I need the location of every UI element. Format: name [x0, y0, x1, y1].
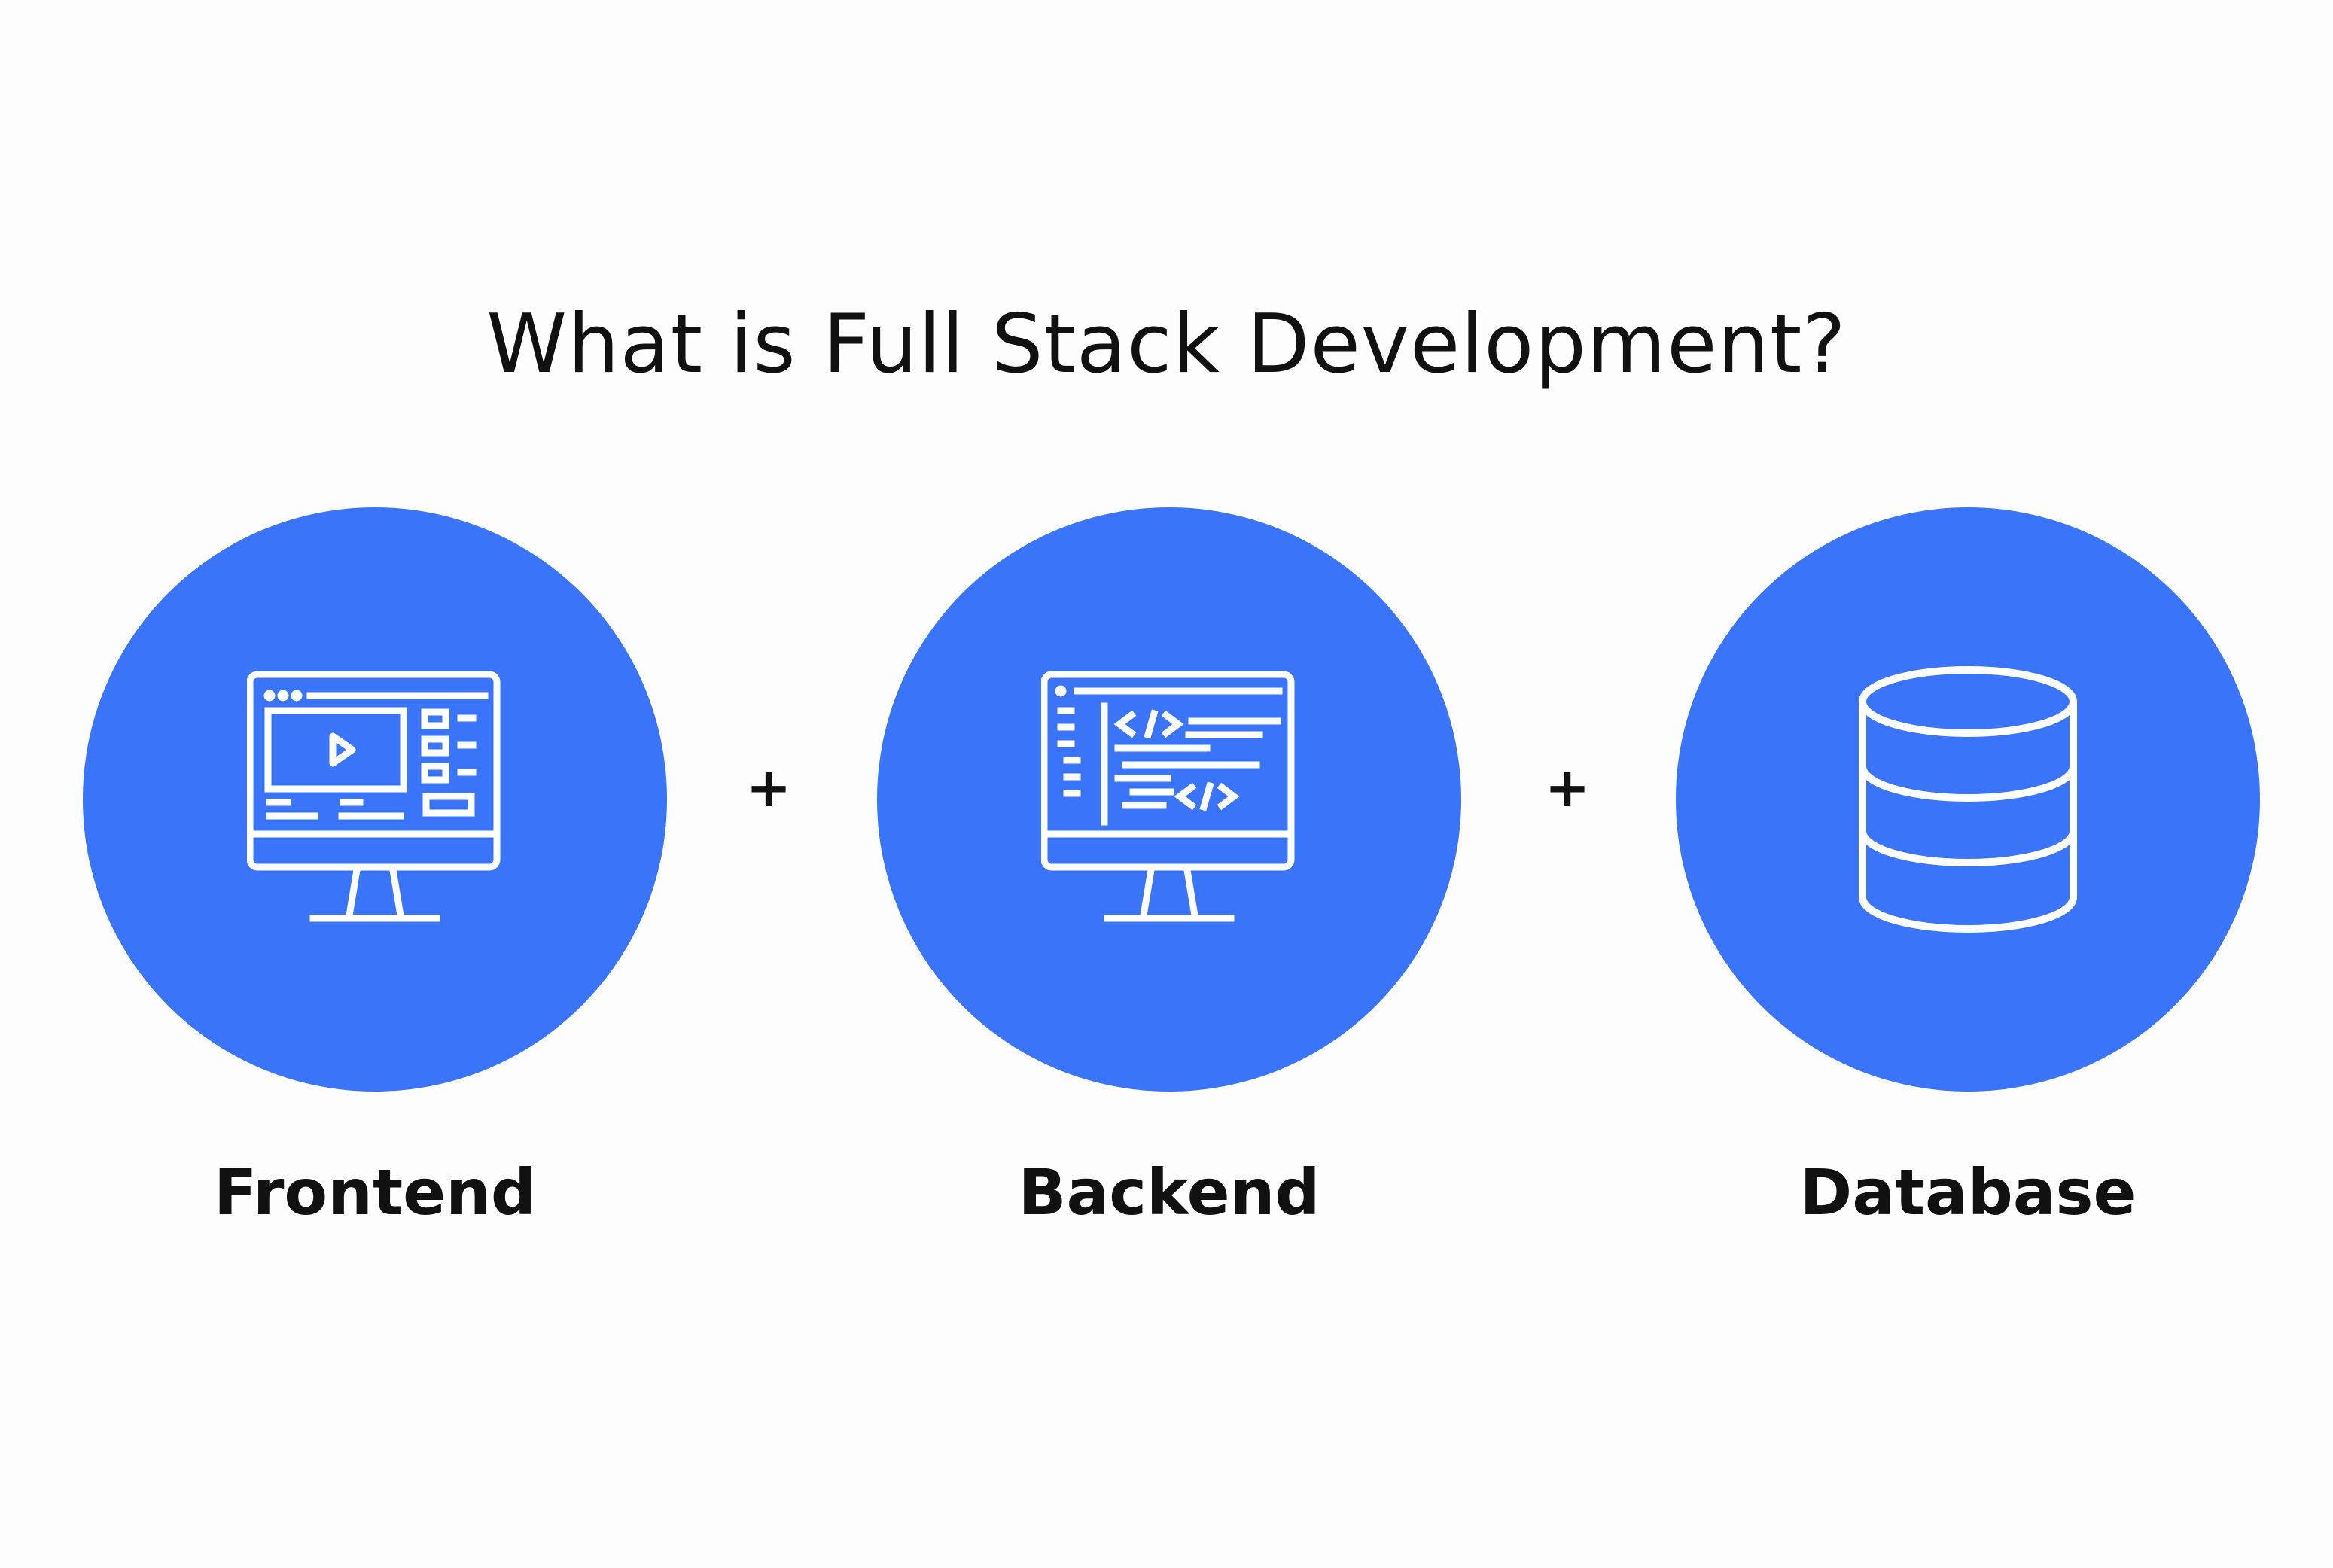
database-icon: [1859, 666, 2077, 933]
frontend-circle: [83, 507, 667, 1092]
backend-circle: [877, 507, 1461, 1092]
monitor-video-icon: [247, 671, 501, 922]
plus-separator: +: [1544, 756, 1591, 819]
monitor-code-icon: [1041, 671, 1295, 922]
database-label: Database: [1799, 1155, 2137, 1229]
plus-separator: +: [745, 756, 792, 819]
frontend-label: Frontend: [214, 1155, 536, 1229]
page-title: What is Full Stack Development?: [486, 297, 1847, 391]
database-circle: [1676, 507, 2260, 1092]
backend-label: Backend: [1018, 1155, 1320, 1229]
